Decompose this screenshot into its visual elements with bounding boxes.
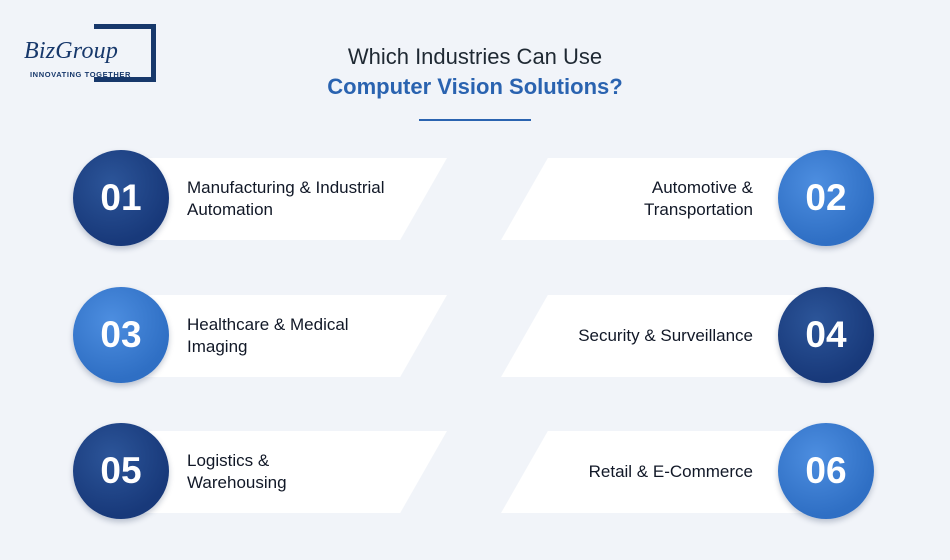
industry-label: Manufacturing & Industrial Automation <box>187 178 385 219</box>
heading-line-2: Computer Vision Solutions? <box>327 74 623 99</box>
industry-card-04: 04 Security & Surveillance <box>495 287 880 383</box>
number-badge: 06 <box>778 423 874 519</box>
industry-card-05: 05 Logistics & Warehousing <box>73 423 458 519</box>
logo-tagline: INNOVATING TOGETHER <box>30 70 131 79</box>
number-badge: 01 <box>73 150 169 246</box>
number-badge: 04 <box>778 287 874 383</box>
card-panel <box>135 431 447 513</box>
industry-label: Healthcare & Medical Imaging <box>187 315 349 356</box>
logo-frame-shape <box>94 24 156 82</box>
heading-underline <box>419 119 531 121</box>
number-badge: 02 <box>778 150 874 246</box>
industry-card-01: 01 Manufacturing & Industrial Automation <box>73 150 458 246</box>
industry-label: Automotive & Transportation <box>644 178 753 219</box>
industry-label: Security & Surveillance <box>578 326 753 345</box>
industry-label: Retail & E-Commerce <box>588 462 753 481</box>
logo-wordmark: BizGroup <box>24 38 121 65</box>
card-panel <box>135 158 447 240</box>
bizgroup-logo: BizGroup INNOVATING TOGETHER <box>22 24 162 84</box>
industry-label: Logistics & Warehousing <box>187 451 287 492</box>
card-panel <box>135 295 447 377</box>
number-badge: 05 <box>73 423 169 519</box>
heading-line-1: Which Industries Can Use <box>347 44 603 69</box>
industry-card-02: 02 Automotive & Transportation <box>495 150 880 246</box>
number-badge: 03 <box>73 287 169 383</box>
page-heading: Which Industries Can Use Computer Vision… <box>0 42 950 102</box>
card-panel <box>501 158 813 240</box>
industry-card-06: 06 Retail & E-Commerce <box>495 423 880 519</box>
card-panel <box>501 295 813 377</box>
card-panel <box>501 431 813 513</box>
industry-card-03: 03 Healthcare & Medical Imaging <box>73 287 458 383</box>
